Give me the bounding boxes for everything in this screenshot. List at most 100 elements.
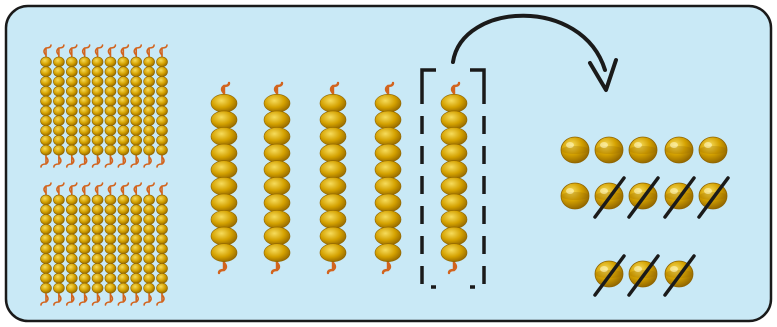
bead: [78, 282, 91, 294]
bead: [91, 282, 104, 294]
bead: [65, 86, 78, 97]
bead: [374, 210, 402, 229]
bead: [156, 56, 168, 68]
bead: [319, 110, 347, 130]
bead: [210, 177, 238, 196]
bead: [210, 210, 238, 229]
bead: [78, 86, 91, 97]
bead: [130, 253, 143, 265]
bead: [130, 95, 143, 107]
bead: [91, 76, 104, 87]
bead: [374, 94, 402, 113]
bead: [263, 160, 291, 179]
bead: [53, 56, 65, 68]
hundred-rod: [117, 182, 130, 306]
bead: [40, 214, 52, 225]
bead: [130, 272, 143, 284]
bead: [104, 56, 117, 68]
tens-group: [210, 81, 468, 275]
bead: [91, 125, 104, 136]
bead: [91, 66, 104, 77]
bead: [78, 243, 91, 255]
bead: [65, 135, 78, 146]
bead: [374, 110, 402, 130]
bead: [40, 56, 52, 68]
bead: [65, 56, 78, 68]
bead: [156, 253, 168, 265]
bead: [91, 115, 104, 126]
bead: [65, 95, 78, 107]
bead: [156, 272, 168, 284]
bead: [156, 66, 168, 77]
bead: [156, 224, 168, 235]
hundred-rod: [104, 182, 117, 306]
bead: [53, 194, 65, 206]
bead: [40, 95, 52, 107]
bead: [104, 214, 117, 225]
bead: [263, 226, 291, 246]
bead: [143, 214, 155, 225]
bead: [117, 204, 130, 215]
hundred-rod: [130, 182, 143, 306]
bead: [263, 177, 291, 196]
bead: [78, 105, 91, 117]
bead: [104, 204, 117, 215]
bead: [117, 86, 130, 97]
bead: [91, 86, 104, 97]
bead: [210, 110, 238, 130]
bead-rod-icon: [263, 81, 291, 275]
bead: [319, 143, 347, 163]
bead: [319, 94, 347, 113]
bead: [104, 243, 117, 255]
bead: [91, 144, 104, 156]
bead: [210, 193, 238, 213]
bead: [40, 272, 52, 284]
bead: [91, 105, 104, 117]
bead: [104, 272, 117, 284]
bead: [65, 105, 78, 117]
bead: [91, 56, 104, 68]
bead: [374, 193, 402, 213]
bead: [143, 56, 155, 68]
bead: [91, 243, 104, 255]
hundred-rod: [91, 182, 104, 306]
bead: [104, 253, 117, 265]
bead: [143, 272, 155, 284]
bead: [143, 115, 155, 126]
bead: [156, 243, 168, 255]
bead: [130, 194, 143, 206]
bead: [40, 194, 52, 206]
bead: [117, 233, 130, 245]
bead: [53, 214, 65, 225]
crossed-unit-bead-icon: [627, 176, 660, 219]
bead-square-icon: [40, 182, 168, 306]
bead: [78, 263, 91, 274]
bead: [130, 224, 143, 235]
bead: [440, 193, 468, 213]
bead: [65, 263, 78, 274]
bead: [53, 233, 65, 245]
bead: [156, 95, 168, 107]
hundred-rod: [78, 182, 91, 306]
bead: [130, 144, 143, 156]
hundred-rod: [65, 44, 78, 168]
bead: [156, 282, 168, 294]
unit-bead-icon: [664, 136, 694, 164]
bead: [65, 253, 78, 265]
bead: [104, 95, 117, 107]
bead: [263, 110, 291, 130]
crossed-unit-bead-icon: [593, 254, 626, 297]
bead: [78, 194, 91, 206]
bead: [210, 243, 238, 262]
bead: [65, 144, 78, 156]
bead: [143, 204, 155, 215]
bead: [78, 144, 91, 156]
bead: [156, 144, 168, 156]
bead: [263, 243, 291, 262]
bead: [117, 282, 130, 294]
bead: [263, 210, 291, 229]
bead: [374, 177, 402, 196]
bead: [40, 282, 52, 294]
bead: [117, 263, 130, 274]
bead: [65, 282, 78, 294]
